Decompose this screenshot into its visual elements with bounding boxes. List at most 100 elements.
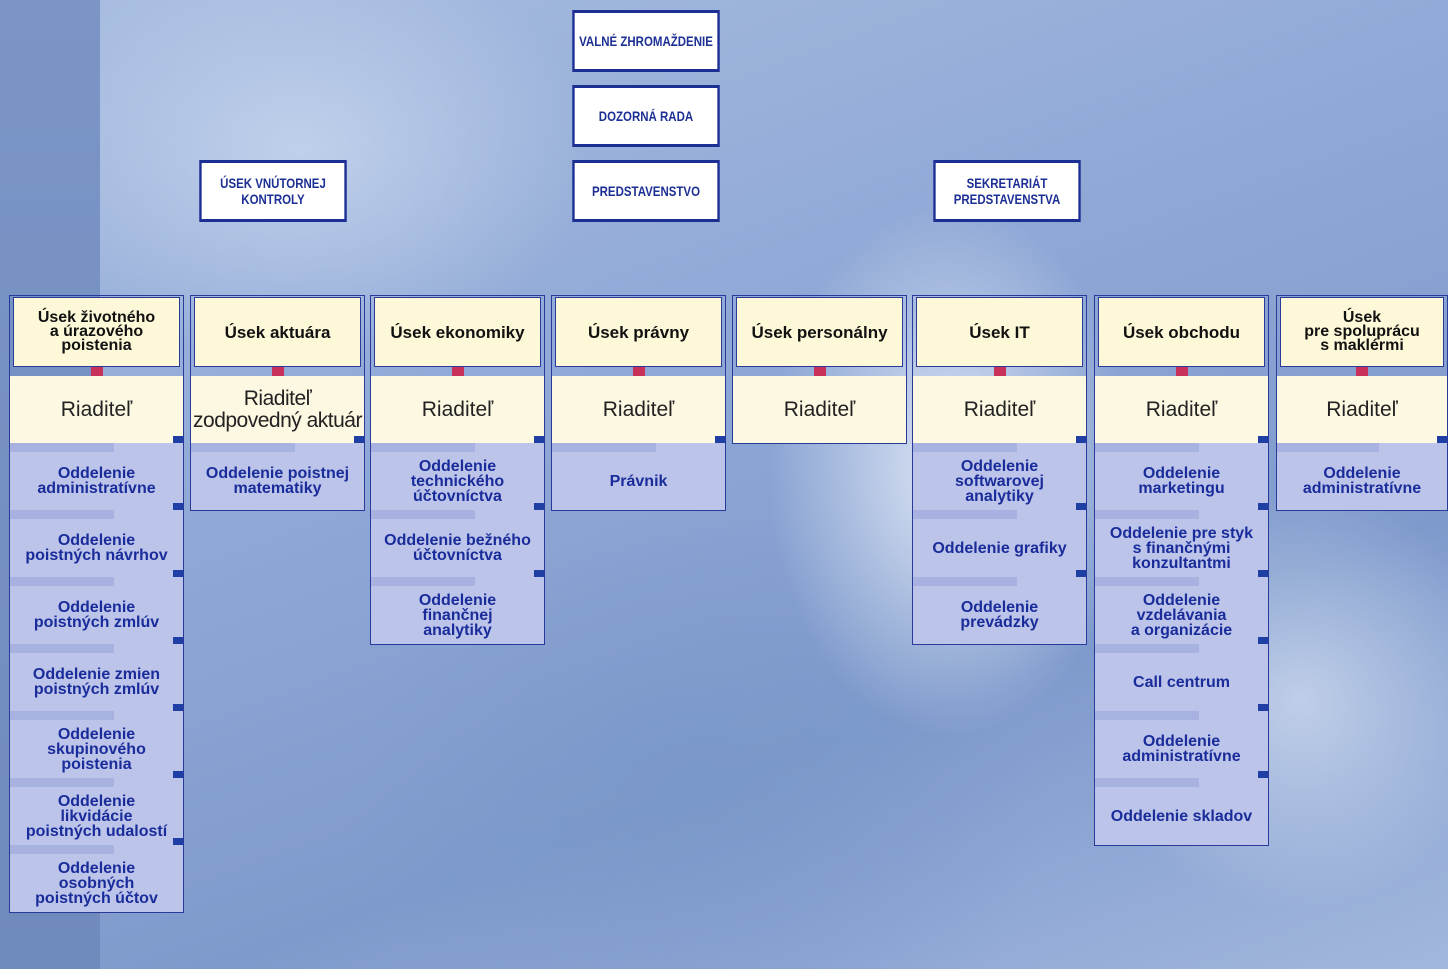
connector-square [173, 570, 183, 577]
department-label-line: analytiky [423, 621, 492, 639]
department-box: Oddelenie grafiky [913, 510, 1086, 577]
department-label-line: skupinového [47, 740, 146, 758]
department-label-line: vzdelávania [1136, 606, 1227, 624]
department-label-line: osobných [58, 874, 135, 892]
connector-marker [1277, 367, 1447, 376]
vnutorna-line-2: KONTROLY [241, 191, 305, 207]
department-label-line: marketingu [1138, 480, 1225, 497]
connector-square [1258, 704, 1268, 711]
department-label-line: poistných zmlúv [33, 681, 160, 698]
department-label-line: poistných návrhov [25, 547, 168, 564]
department-label-line: Oddelenie zmien [32, 666, 161, 683]
department-label-line: Oddelenie [57, 725, 136, 743]
department-label-line: Oddelenie pre styk [1109, 524, 1254, 542]
department-divider [1095, 778, 1199, 787]
division-header-line: a úrazového [49, 323, 144, 340]
director-box: Riaditeľ [10, 376, 183, 443]
department-label-line: matematiky [233, 480, 322, 497]
department-label-line: konzultantmi [1132, 554, 1231, 572]
department-box: Oddelenie skladov [1095, 778, 1268, 845]
division-header-line: Úsek IT [969, 322, 1030, 342]
division-header-line: s maklérmi [1320, 337, 1404, 354]
department-divider [10, 510, 114, 519]
connector-square [354, 436, 364, 443]
department-box: Právnik [552, 443, 725, 510]
department-label-line: Oddelenie [57, 792, 136, 810]
department-label-line: Call centrum [1133, 673, 1230, 691]
valne-zhromazdenie-box: VALNÉ ZHROMAŽDENIE [572, 10, 720, 72]
department-label-line: analytiky [965, 487, 1034, 505]
division-header: Úsek ekonomiky [374, 297, 541, 367]
connector-marker [733, 367, 906, 376]
connector-square [534, 436, 544, 443]
division-header-line: Úsek aktuára [224, 322, 331, 342]
department-label-line: Oddelenie [57, 532, 136, 549]
department-label-line: finančnej [422, 606, 493, 624]
department-label-line: softwarovej [955, 472, 1044, 490]
connector-square [1076, 503, 1086, 510]
connector-square [173, 436, 183, 443]
department-label-line: Oddelenie skladov [1110, 807, 1253, 825]
sekretariat-predstavenstva-box: SEKRETARIÁT PREDSTAVENSTVA [933, 160, 1081, 222]
department-label-line: Oddelenie [1142, 591, 1221, 609]
department-label-line: administratívne [37, 480, 156, 497]
department-divider [913, 577, 1017, 586]
department-divider [10, 644, 114, 653]
department-label-line: Oddelenie [960, 599, 1039, 616]
division-header-line: Úsek životného [37, 309, 156, 326]
department-label-line: Oddelenie [418, 591, 497, 609]
predstavenstvo-label: PREDSTAVENSTVO [591, 183, 701, 199]
department-label-line: Oddelenie poistnej [205, 465, 350, 482]
director-line: Riaditeľ [60, 397, 133, 421]
department-label-line: administratívne [1122, 748, 1241, 765]
department-divider [10, 711, 114, 720]
connector-square [534, 570, 544, 577]
department-divider [1095, 711, 1199, 720]
department-label-line: účtovníctva [413, 487, 502, 505]
department-label-line: a organizácie [1130, 621, 1233, 639]
division-header: Úsek personálny [736, 297, 903, 367]
vnutorna-line-1: ÚSEK VNÚTORNEJ [220, 175, 326, 191]
connector-square [173, 838, 183, 845]
director-line: zodpovedný aktuár [193, 408, 362, 432]
division-header-line: Úsek obchodu [1122, 322, 1241, 342]
department-divider [1095, 510, 1199, 519]
department-divider [191, 443, 295, 452]
connector-square [173, 771, 183, 778]
division-header-line: poistenia [61, 337, 132, 354]
connector-square [1258, 436, 1268, 443]
division-header: Úsek obchodu [1098, 297, 1265, 367]
department-label-line: technického [410, 472, 505, 490]
department-label-line: likvidácie [60, 807, 133, 825]
director-box: Riaditeľ [371, 376, 544, 443]
director-box: Riaditeľ [1277, 376, 1447, 443]
department-divider [913, 510, 1017, 519]
connector-square [1258, 771, 1268, 778]
department-divider [371, 577, 475, 586]
division-header-line: Úsek personálny [751, 322, 888, 342]
department-divider [10, 845, 114, 854]
predstavenstvo-box: PREDSTAVENSTVO [572, 160, 720, 222]
department-label-line: prevádzky [960, 614, 1039, 631]
connector-marker [191, 367, 364, 376]
dozorna-rada-box: DOZORNÁ RADA [572, 85, 720, 147]
department-label-line: poistných udalostí [25, 822, 168, 840]
